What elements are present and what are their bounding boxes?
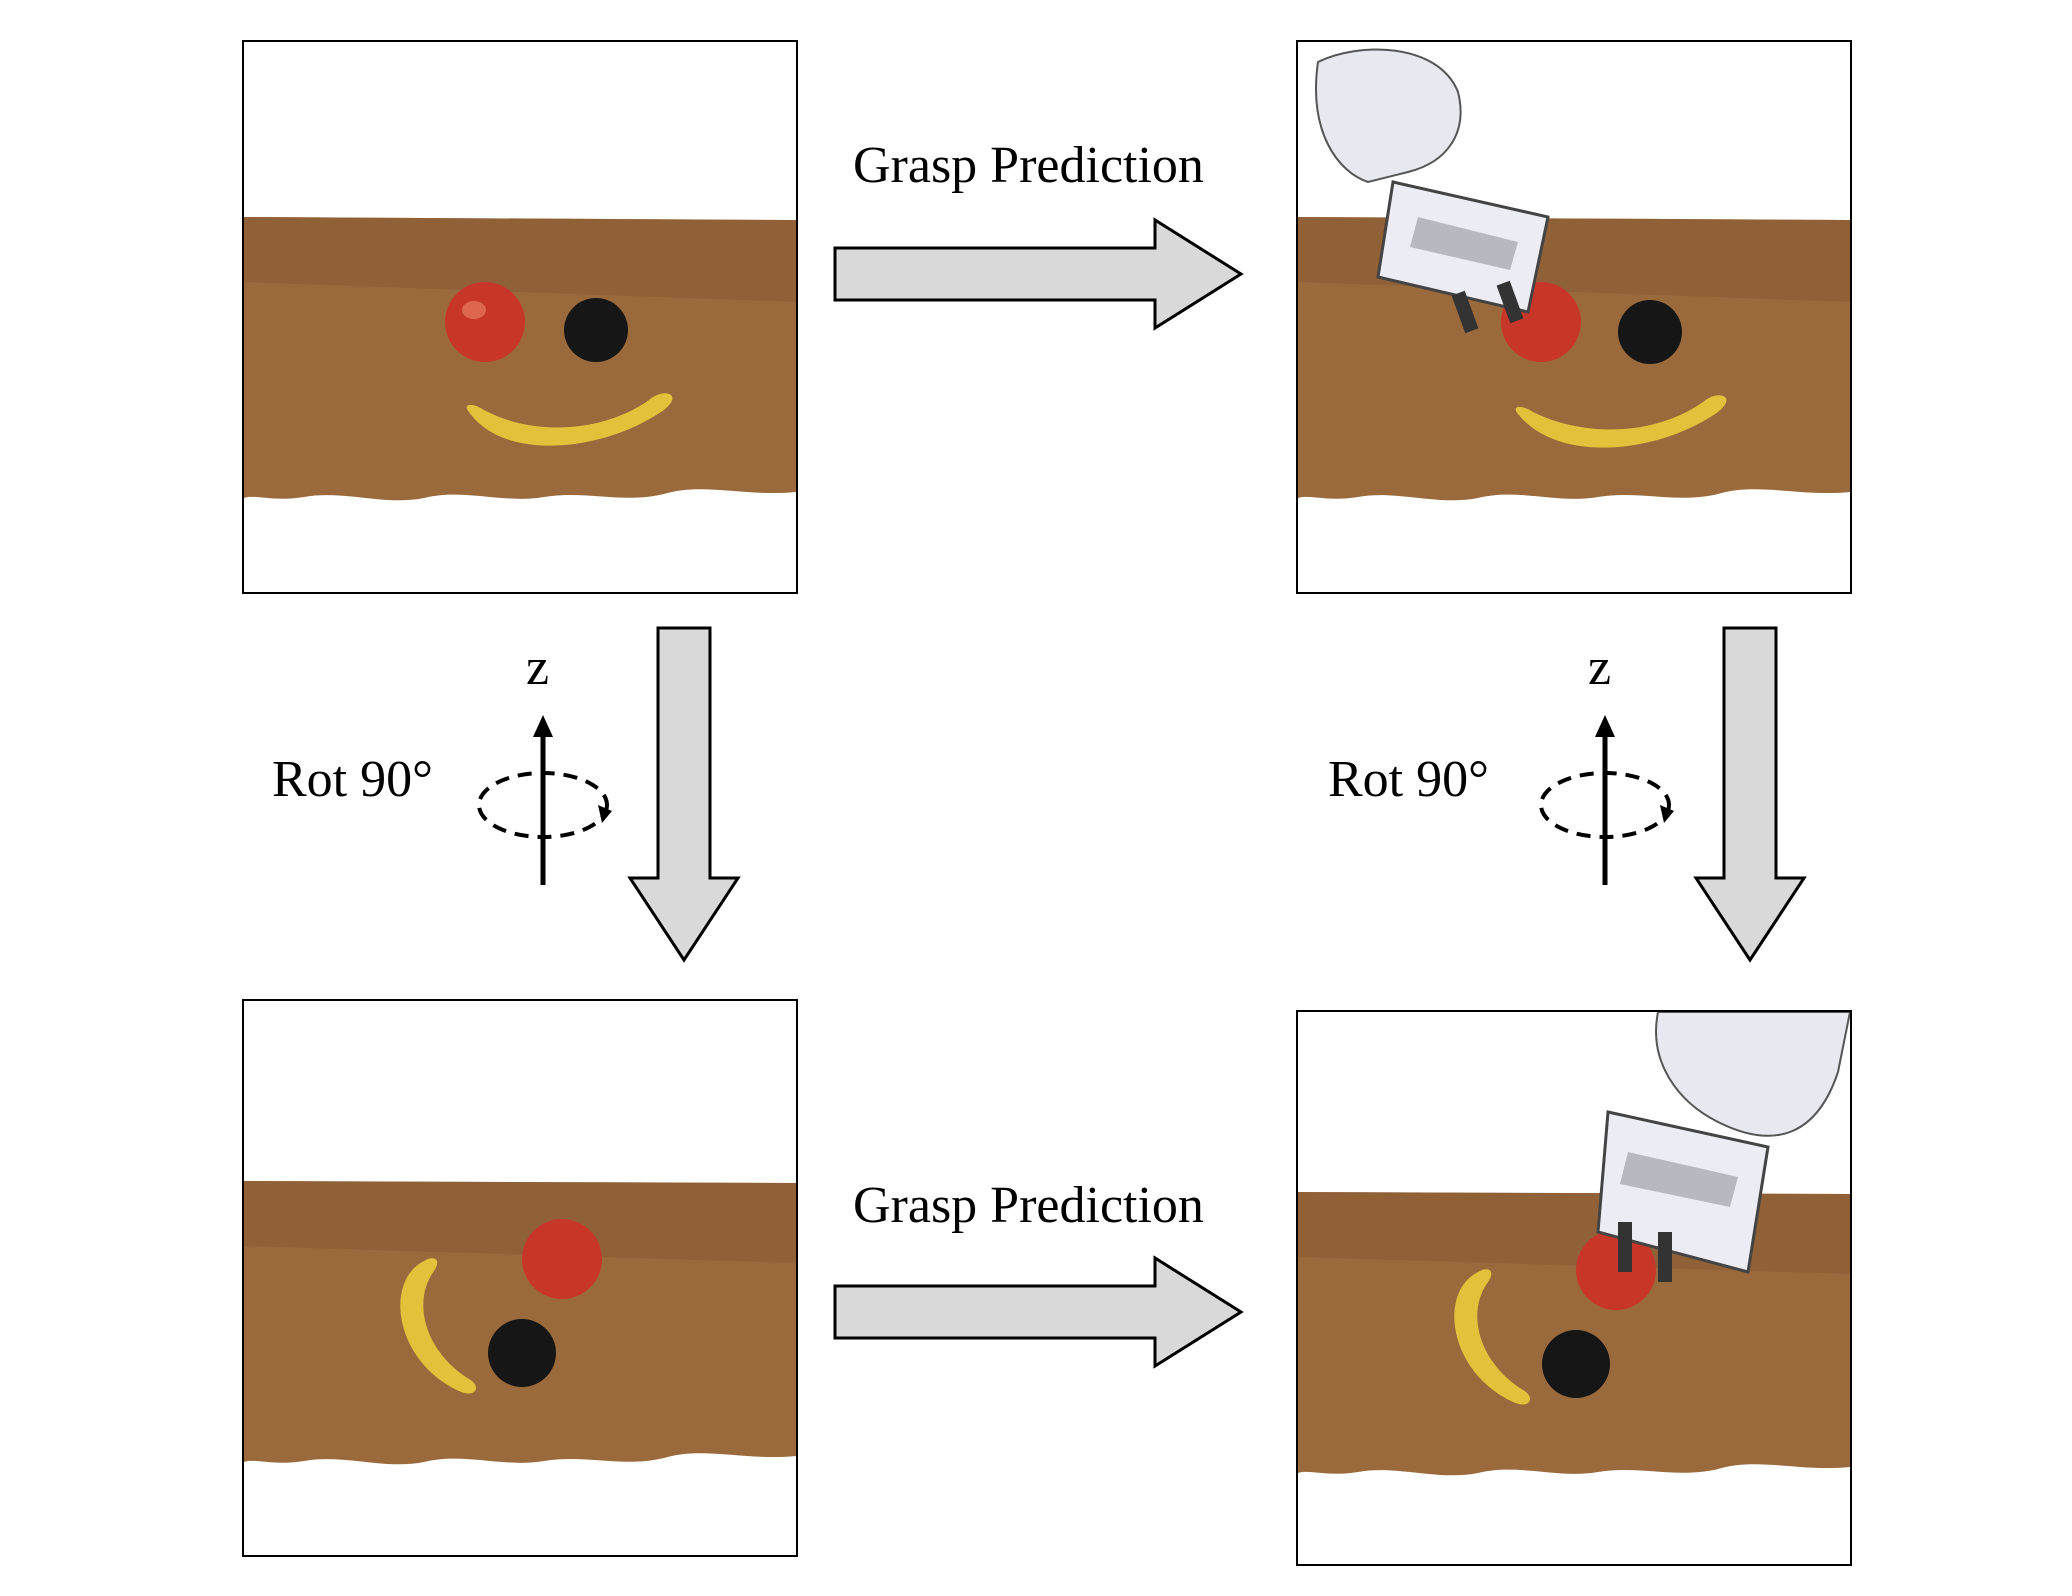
banana-icon	[400, 1258, 477, 1394]
banana-icon	[1515, 395, 1727, 448]
plum-icon	[1618, 300, 1682, 364]
point-cloud-original	[244, 217, 796, 501]
apple-icon	[522, 1219, 602, 1299]
apple-highlight	[462, 301, 486, 319]
panel-rotated-scene	[242, 999, 798, 1557]
banana-icon	[1454, 1269, 1531, 1405]
rotation-axis-icon	[1539, 715, 1674, 885]
apple-icon	[445, 282, 525, 362]
plum-icon	[1542, 1330, 1610, 1398]
plum-icon	[488, 1319, 556, 1387]
plum-icon	[564, 298, 628, 362]
banana-icon	[466, 393, 673, 446]
rot-90-label-right: Rot 90°	[1328, 751, 1489, 808]
point-cloud-original-grasp	[1298, 48, 1850, 501]
right-arrow-icon	[833, 1255, 1244, 1369]
z-axis-label-right: z	[1588, 639, 1612, 696]
rot-90-label-left: Rot 90°	[272, 751, 433, 808]
gripper-icon	[1596, 1012, 1850, 1282]
down-arrow-icon	[627, 626, 741, 963]
panel-original-grasp	[1296, 40, 1852, 594]
table-shadow	[244, 1181, 796, 1263]
down-arrow-icon	[1693, 626, 1807, 963]
point-cloud-rotated	[244, 1181, 796, 1465]
table-shadow	[244, 217, 796, 302]
panel-rotated-grasp	[1296, 1010, 1852, 1566]
grasp-prediction-label-bottom: Grasp Prediction	[853, 1177, 1204, 1234]
right-arrow-icon	[833, 217, 1244, 331]
point-cloud-rotated-grasp	[1298, 1012, 1850, 1476]
apple-icon	[1576, 1230, 1656, 1310]
gripper-icon	[1315, 48, 1550, 334]
z-axis-label-left: z	[526, 639, 550, 696]
panel-original-scene	[242, 40, 798, 594]
rotation-axis-icon	[477, 715, 612, 885]
grasp-prediction-label-top: Grasp Prediction	[853, 137, 1204, 194]
